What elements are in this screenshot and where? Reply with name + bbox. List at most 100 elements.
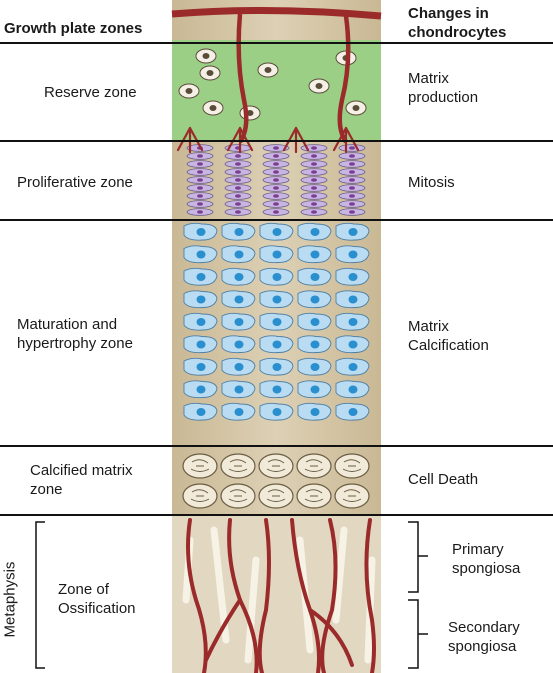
reserve-change-line2: production — [408, 89, 479, 106]
divider-proliferative — [0, 219, 553, 221]
hypertrophic-nucleus — [348, 385, 358, 394]
primary-spongiosa-line1: Primary — [452, 541, 504, 558]
blood-vessel — [308, 608, 354, 667]
reserve-zone-label: Reserve zone — [44, 84, 137, 101]
divider-reserve — [0, 140, 553, 142]
ossification-matrix — [172, 515, 381, 673]
calcified-remnant — [342, 489, 362, 502]
divider-maturation — [0, 445, 553, 447]
hypertrophic-nucleus — [310, 228, 320, 236]
proliferative-nucleus — [311, 186, 317, 190]
primary-spongiosa-line2: spongiosa — [452, 560, 521, 577]
hypertrophic-nucleus — [272, 408, 282, 416]
hypertrophic-nucleus — [348, 273, 358, 281]
penetrating-vessel — [236, 13, 249, 144]
hypertrophic-nucleus — [272, 385, 282, 394]
proliferative-nucleus — [349, 162, 355, 166]
hypertrophic-nucleus — [234, 340, 244, 349]
proliferative-nucleus — [273, 186, 279, 190]
proliferative-change: Mitosis — [408, 174, 455, 191]
proliferative-nucleus — [197, 162, 203, 166]
proliferative-nucleus — [235, 202, 241, 206]
reserve-nucleus — [315, 83, 323, 89]
hypertrophic-nucleus — [196, 363, 206, 371]
proliferative-nucleus — [273, 194, 279, 198]
proliferative-nucleus — [197, 154, 203, 158]
secondary-spongiosa-bracket — [408, 599, 428, 669]
hypertrophic-nucleus — [348, 295, 358, 304]
calcified-remnant — [266, 489, 286, 502]
hypertrophic-nucleus — [348, 228, 358, 236]
hypertrophic-nucleus — [196, 295, 206, 304]
proliferative-nucleus — [197, 178, 203, 182]
hypertrophic-nucleus — [272, 363, 282, 371]
proliferative-nucleus — [349, 178, 355, 182]
hypertrophic-nucleus — [272, 228, 282, 236]
hypertrophic-nucleus — [310, 250, 320, 259]
proliferative-nucleus — [349, 146, 355, 150]
calcified-remnant — [342, 459, 362, 472]
secondary-spongiosa-line1: Secondary — [448, 619, 520, 636]
hypertrophic-nucleus — [310, 385, 320, 394]
reserve-nucleus — [206, 70, 214, 76]
hypertrophic-nucleus — [234, 228, 244, 236]
proliferative-nucleus — [311, 194, 317, 198]
maturation-zone-label-line1: Maturation and — [17, 316, 118, 333]
maturation-change-line1: Matrix — [408, 318, 449, 335]
hypertrophic-nucleus — [234, 318, 244, 326]
hypertrophic-nucleus — [234, 250, 244, 259]
hypertrophic-nucleus — [272, 250, 282, 259]
trabecula — [210, 526, 230, 644]
proliferative-nucleus — [273, 202, 279, 206]
blood-vessel — [320, 518, 338, 673]
blood-vessel — [364, 518, 376, 673]
hypertrophic-nucleus — [196, 250, 206, 259]
hypertrophic-nucleus — [310, 408, 320, 416]
penetrating-vessel — [337, 15, 351, 144]
primary-spongiosa-bracket — [408, 521, 428, 593]
blood-vessel — [204, 598, 242, 662]
proliferative-nucleus — [311, 202, 317, 206]
proliferative-nucleus — [197, 186, 203, 190]
hypertrophic-nucleus — [310, 295, 320, 304]
calcified-change: Cell Death — [408, 471, 479, 488]
calcified-zone-label-line2: zone — [30, 481, 63, 498]
proliferative-nucleus — [273, 170, 279, 174]
proliferative-zone-label: Proliferative zone — [17, 174, 133, 191]
hypertrophic-nucleus — [272, 273, 282, 281]
proliferative-nucleus — [349, 170, 355, 174]
trabecula — [244, 556, 260, 664]
changes-header-line2: chondrocytes — [408, 24, 507, 41]
proliferative-nucleus — [273, 178, 279, 182]
reserve-nucleus — [185, 88, 193, 94]
hypertrophic-nucleus — [348, 363, 358, 371]
calcified-remnant — [266, 459, 286, 472]
reserve-nucleus — [209, 105, 217, 111]
proliferative-nucleus — [311, 170, 317, 174]
calcified-zone-label-line1: Calcified matrix — [30, 462, 133, 479]
reserve-nucleus — [202, 53, 210, 59]
proliferative-nucleus — [235, 178, 241, 182]
proliferative-nucleus — [311, 154, 317, 158]
proliferative-nucleus — [235, 170, 241, 174]
calcified-remnant — [304, 489, 324, 502]
hypertrophic-nucleus — [196, 273, 206, 281]
hypertrophic-nucleus — [234, 295, 244, 304]
calcified-remnant — [228, 489, 248, 502]
hypertrophic-nucleus — [348, 408, 358, 416]
proliferative-nucleus — [197, 194, 203, 198]
proliferative-nucleus — [235, 162, 241, 166]
reserve-nucleus — [264, 67, 272, 73]
proliferative-nucleus — [197, 202, 203, 206]
hypertrophic-nucleus — [348, 340, 358, 349]
maturation-change-line2: Calcification — [408, 337, 489, 354]
proliferative-nucleus — [197, 210, 203, 214]
secondary-spongiosa-line2: spongiosa — [448, 638, 517, 655]
proliferative-nucleus — [349, 210, 355, 214]
proliferative-nucleus — [311, 178, 317, 182]
metaphysis-bracket — [35, 521, 45, 669]
reserve-nucleus — [352, 105, 360, 111]
hypertrophic-nucleus — [196, 318, 206, 326]
calcified-remnant — [304, 459, 324, 472]
